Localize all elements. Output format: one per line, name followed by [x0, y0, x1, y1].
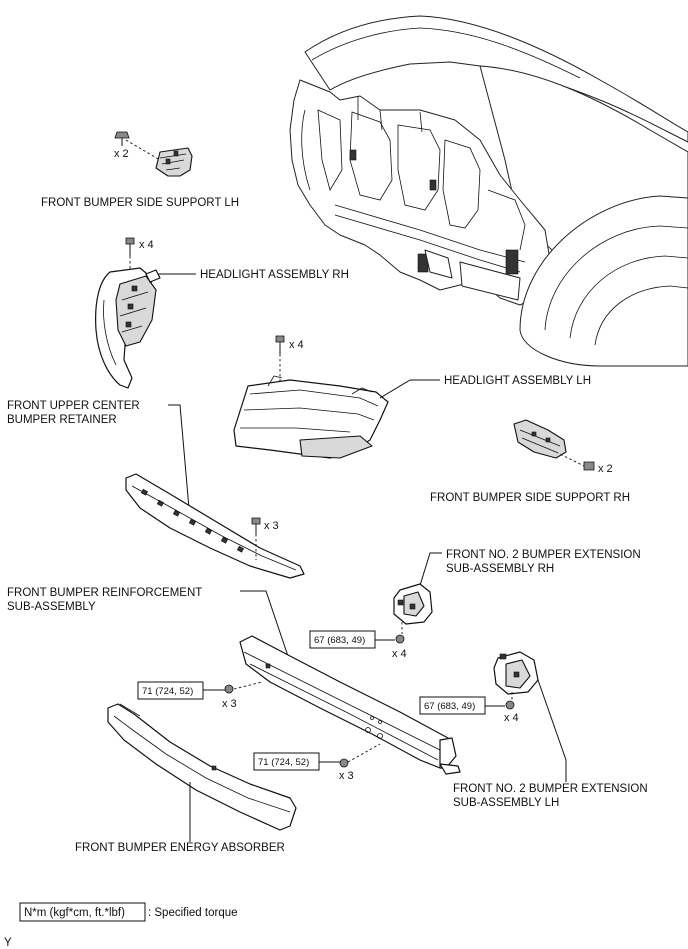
ext-lh-qty: x 4: [504, 712, 519, 724]
bolt-icon: [251, 517, 261, 525]
side-support-lh-part: [114, 131, 193, 177]
torque-reinforcement-right: 71 (724, 52): [258, 757, 309, 768]
torque-ext-lh: 67 (683, 49): [424, 701, 475, 712]
upper-retainer-qty: x 3: [264, 520, 279, 532]
extension-rh-part: [393, 552, 442, 644]
side-support-lh-label: FRONT BUMPER SIDE SUPPORT LH: [41, 197, 239, 209]
nut-icon: [339, 758, 349, 768]
clip-icon: [114, 131, 130, 139]
side-support-rh-label: FRONT BUMPER SIDE SUPPORT RH: [430, 492, 630, 504]
ext-lh-label-line2: SUB-ASSEMBLY LH: [453, 797, 559, 809]
energy-absorber-part: [107, 703, 297, 842]
headlight-lh-label: HEADLIGHT ASSEMBLY LH: [444, 375, 591, 387]
ext-rh-label-line2: SUB-ASSEMBLY RH: [446, 563, 554, 575]
nut-icon: [224, 684, 234, 694]
torque-ext-rh: 67 (683, 49): [314, 635, 365, 646]
bolt-icon: [583, 461, 595, 471]
headlight-rh-label: HEADLIGHT ASSEMBLY RH: [200, 269, 349, 281]
side-support-rh-part: [513, 419, 595, 471]
headlight-rh-qty: x 4: [139, 239, 154, 251]
ext-lh-label-line1: FRONT NO. 2 BUMPER EXTENSION: [453, 783, 648, 795]
nut-icon: [505, 700, 515, 710]
upper-retainer-label-line1: FRONT UPPER CENTER: [7, 400, 140, 412]
headlight-rh-part: [95, 237, 196, 389]
reinforcement-label-line2: SUB-ASSEMBLY: [7, 601, 96, 613]
bolt-icon: [125, 237, 135, 245]
footer-code: Y: [4, 937, 12, 949]
nut-icon: [395, 634, 405, 644]
legend-torque-box: [19, 902, 146, 922]
side-support-rh-qty: x 2: [598, 463, 613, 475]
headlight-lh-part: [233, 335, 440, 459]
upper-retainer-part: [125, 404, 305, 579]
ext-rh-label-line1: FRONT NO. 2 BUMPER EXTENSION: [446, 549, 641, 561]
vehicle-front-body: [289, 15, 688, 367]
upper-retainer-label-line2: BUMPER RETAINER: [7, 414, 117, 426]
reinforcement-part: [233, 590, 461, 775]
side-support-lh-qty: x 2: [114, 148, 129, 160]
bolt-icon: [275, 335, 285, 343]
legend-desc: : Specified torque: [148, 907, 238, 919]
reinforcement-right-qty: x 3: [339, 770, 354, 782]
reinforcement-label-line1: FRONT BUMPER REINFORCEMENT: [7, 587, 202, 599]
extension-lh-part: [493, 651, 567, 782]
energy-absorber-label: FRONT BUMPER ENERGY ABSORBER: [75, 842, 285, 854]
torque-reinforcement-left: 71 (724, 52): [142, 686, 193, 697]
headlight-lh-qty: x 4: [289, 339, 304, 351]
reinforcement-left-qty: x 3: [222, 698, 237, 710]
legend-unit: N*m (kgf*cm, ft.*lbf): [24, 907, 125, 919]
ext-rh-qty: x 4: [392, 648, 407, 660]
